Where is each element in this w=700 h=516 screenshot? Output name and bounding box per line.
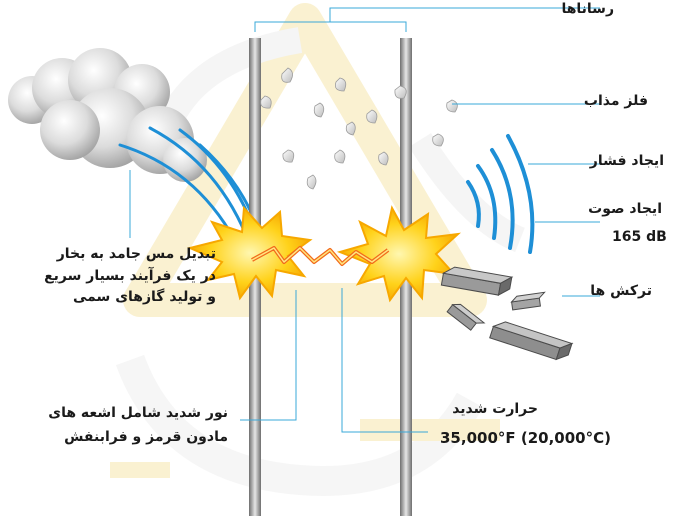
arc-flash-right: [336, 205, 462, 303]
leader-lines: [129, 7, 600, 433]
molten-droplets: [260, 67, 458, 190]
label-pressure: ایجاد فشار: [589, 153, 664, 169]
label-copper-vapor-line-2: در یک فرآیند بسیار سریع: [44, 267, 216, 284]
label-sound-value: 165 dB: [612, 229, 667, 245]
label-heat-value: 35,000°F (20,000°C): [440, 429, 611, 447]
label-conductors: رسانا‌ها: [561, 1, 614, 17]
label-shrapnel: ترکش ها: [590, 283, 652, 299]
label-intense-light-line-2: مادون قرمز و فرابنفش: [64, 428, 228, 445]
label-copper-vapor-line-1: تبدیل مس جامد به بخار: [56, 246, 216, 262]
label-copper-vapor-line-3: و تولید گازهای سمی: [73, 289, 216, 306]
pressure-waves: [466, 134, 535, 254]
shrapnel-pieces: [440, 266, 574, 361]
label-molten-metal: فلز مذاب: [583, 93, 648, 109]
label-intense-light: نور شدید شامل اشعه های مادون قرمز و فراب…: [48, 402, 228, 450]
label-heat-title: حرارت شدید: [452, 401, 538, 417]
vapor-cloud: [8, 48, 207, 182]
label-sound-title: ایجاد صوت: [588, 201, 662, 217]
label-intense-light-line-1: نور شدید شامل اشعه های: [48, 405, 228, 421]
label-copper-vapor: تبدیل مس جامد به بخار در یک فرآیند بسیار…: [44, 244, 216, 309]
